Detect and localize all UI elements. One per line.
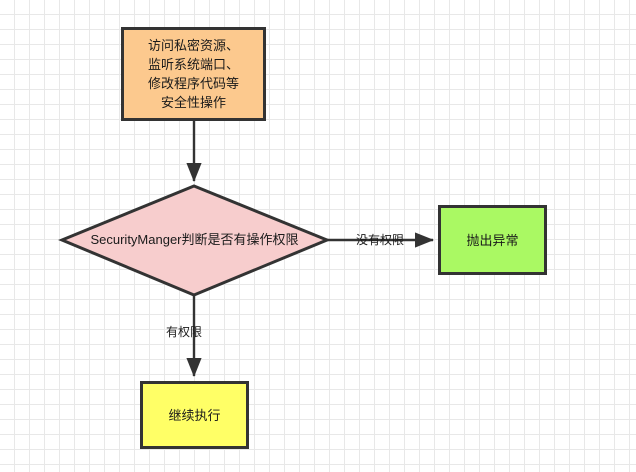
edge-label-no-permission: 没有权限	[356, 233, 405, 247]
edge-label-has-permission: 有权限	[166, 325, 203, 339]
node-throw-exception[interactable]: 抛出异常	[438, 205, 547, 275]
node-continue-execution[interactable]: 继续执行	[140, 381, 249, 449]
node-access-resource[interactable]: 访问私密资源、 监听系统端口、 修改程序代码等 安全性操作	[121, 27, 266, 121]
decision-diamond	[58, 184, 331, 297]
